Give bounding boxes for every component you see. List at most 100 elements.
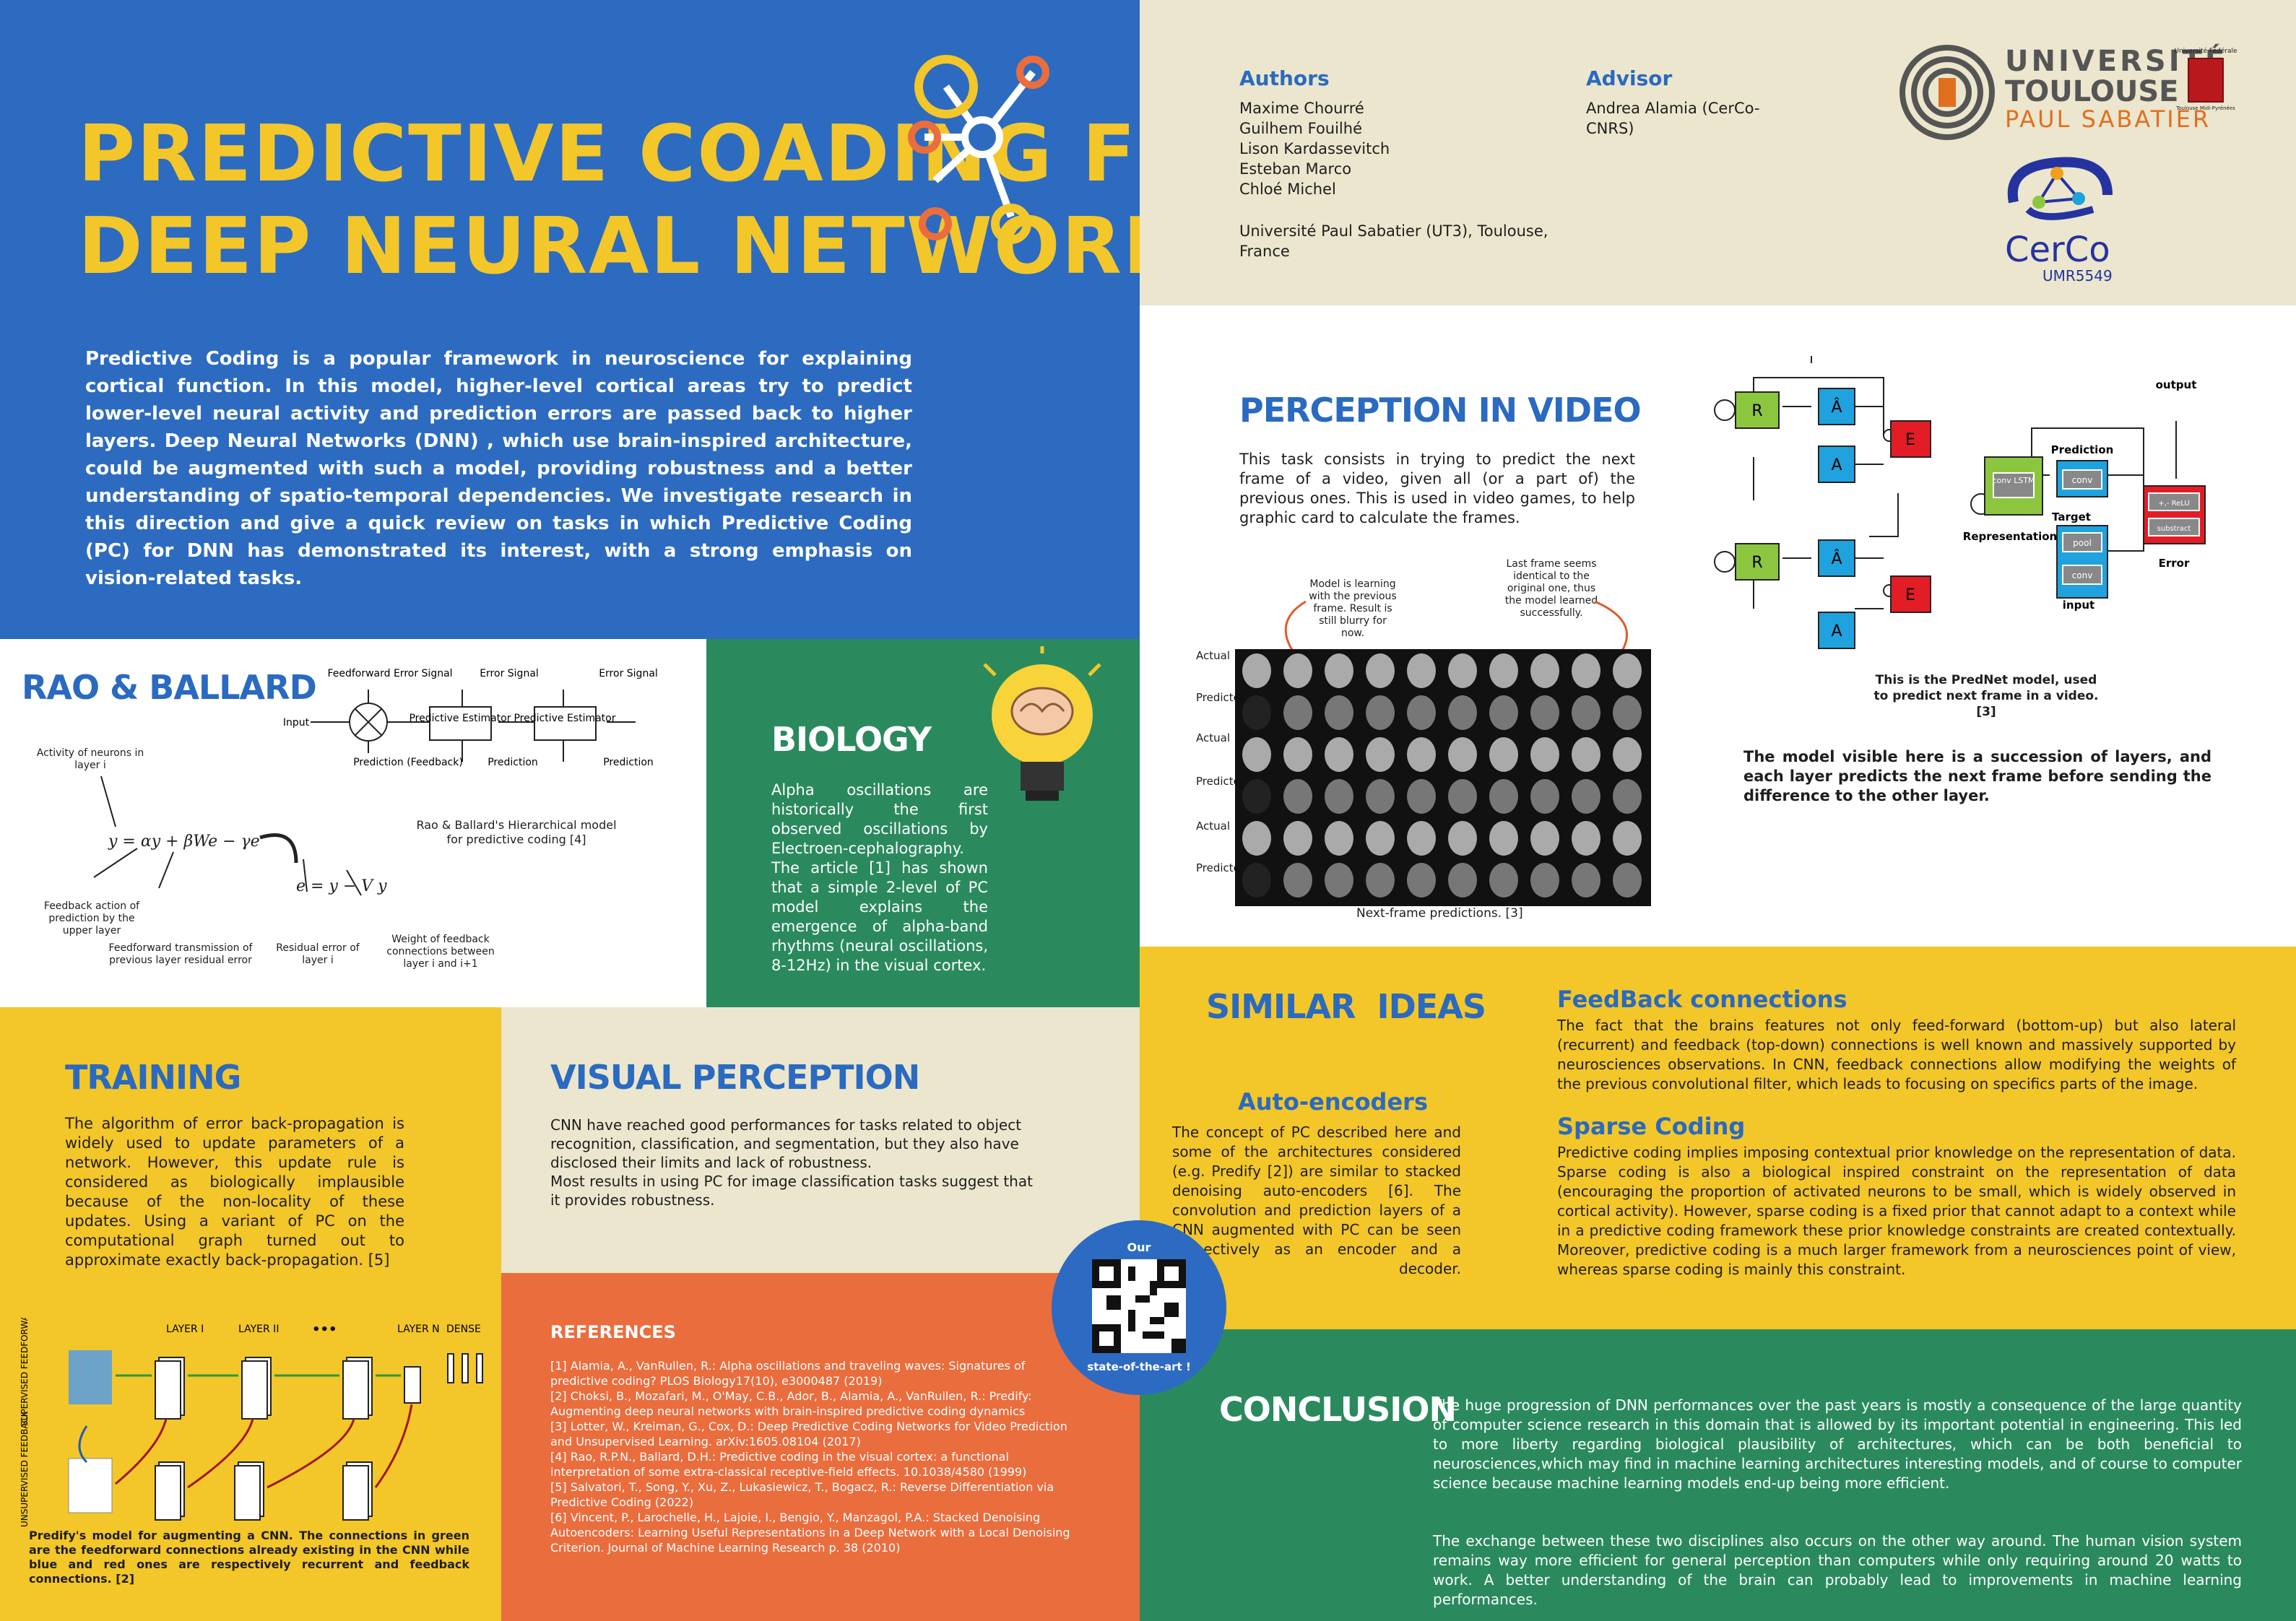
visual-text-2: Most results in using PC for image class… — [550, 1173, 1033, 1209]
rao-weight-label: Weight of feedback connections between l… — [386, 934, 495, 970]
prednet-pool: pool — [2073, 538, 2092, 548]
affiliation: Université Paul Sabatier (UT3), Toulouse… — [1239, 222, 1548, 260]
frame-thumbnail — [1242, 653, 1271, 688]
prednet-prediction-label: Prediction — [2051, 443, 2114, 456]
predify-diagram: LAYER I LAYER II ••• LAYER N DENSE SUPER… — [20, 1318, 483, 1527]
svg-text:R: R — [1751, 554, 1762, 572]
author-name: Esteban Marco — [1239, 160, 1352, 178]
training-text: The algorithm of error back-propagation … — [65, 1115, 404, 1269]
reference-item: [3] Lotter, W., Kreiman, G., Cox, D.: De… — [550, 1420, 1067, 1448]
svg-text:R: R — [1751, 402, 1762, 420]
frame-thumbnail — [1572, 779, 1600, 814]
frame-thumbnail — [1407, 653, 1436, 688]
svg-text:A: A — [1831, 456, 1842, 474]
r-top — [1735, 391, 1780, 429]
frame-thumbnail — [1613, 863, 1642, 898]
frame-thumbnail — [1242, 821, 1271, 856]
reference-item: [4] Rao, R.P.N., Ballard, D.H.: Predicti… — [550, 1450, 1027, 1479]
predify-caption: Predify's model for augmenting a CNN. Th… — [29, 1529, 469, 1586]
qr-bottom-label: state-of-the-art ! — [1087, 1360, 1191, 1373]
frame-row-label: Actual — [1196, 649, 1230, 662]
frame-thumbnail — [1489, 695, 1518, 730]
biology-panel: BIOLOGY Alpha oscillations are historica… — [706, 639, 1140, 1007]
frame-thumbnail — [1325, 695, 1353, 730]
prednet-conv-1: conv — [2072, 475, 2093, 485]
prednet-input-label: input — [2063, 599, 2094, 612]
frames-caption: Next-frame predictions. [3] — [1356, 906, 1523, 921]
frame-row-label: Predicted — [1196, 691, 1247, 704]
cerco-logo-icon — [2007, 157, 2113, 220]
prednet-relu: +,- ReLU — [2158, 500, 2189, 508]
rao-panel: RAO & BALLARD Predictive Estimator Predi… — [0, 639, 706, 1007]
frame-thumbnail — [1283, 737, 1312, 772]
prednet-text: The model visible here is a succession o… — [1743, 748, 2211, 804]
conclusion-panel: CONCLUSION The huge progression of DNN p… — [1140, 1329, 2296, 1621]
prednet-diagram: R Â A E R Â A E conv LSTM conv pool — [1714, 356, 2206, 649]
frame-thumbnail — [1572, 821, 1600, 856]
perception-panel: PERCEPTION IN VIDEO This task consists i… — [1140, 305, 2296, 947]
predify-layerN: LAYER N — [397, 1324, 440, 1335]
frame-thumbnail — [1283, 653, 1312, 688]
qr-code-icon[interactable] — [1092, 1259, 1186, 1353]
rao-ff-transmission-label: Feedforward transmission of previous lay… — [108, 942, 253, 966]
frame-thumbnail — [1448, 821, 1477, 856]
frame-thumbnail — [1325, 737, 1353, 772]
reference-item: [5] Salvatori, T., Song, Y., Xu, Z., Luk… — [550, 1480, 1054, 1509]
frame-thumbnail — [1407, 863, 1436, 898]
frame-thumbnail — [1530, 779, 1559, 814]
advisor-name: Andrea Alamia (CerCo-CNRS) — [1586, 100, 1760, 137]
frame-thumbnail — [1530, 821, 1559, 856]
ut3-federal: Université Fédérale Toulouse Midi-Pyréné… — [2174, 48, 2237, 127]
ut3-line3: PAUL SABATIER — [2005, 105, 2211, 133]
frame-thumbnail — [1283, 695, 1312, 730]
prednet-output-label: output — [2156, 378, 2197, 391]
lightbulb-brain-icon — [983, 646, 1101, 801]
similar-title: SIMILAR IDEAS — [1206, 987, 1486, 1026]
frame-thumbnail — [1448, 863, 1477, 898]
frame-thumbnail — [1366, 695, 1395, 730]
qr-badge[interactable]: Our state-of-the-art ! — [1052, 1220, 1226, 1395]
feedback-title: FeedBack connections — [1557, 986, 1847, 1013]
intro-text: Predictive Coding is a popular framework… — [85, 348, 912, 589]
frame-thumbnail — [1572, 737, 1600, 772]
svg-text:E: E — [1905, 586, 1915, 604]
frame-thumbnail — [1572, 653, 1600, 688]
predify-layer2: LAYER II — [238, 1324, 279, 1335]
rao-caption: Rao & Ballard's Hierarchical model for p… — [416, 818, 617, 846]
frame-thumbnail — [1325, 653, 1353, 688]
author-name: Lison Kardassevitch — [1239, 140, 1390, 157]
rao-pred-fb-label: Prediction (Feedback) — [353, 757, 463, 768]
svg-text:E: E — [1905, 431, 1915, 449]
ut3-line2: TOULOUSE III — [2005, 75, 2222, 108]
frame-thumbnail — [1242, 695, 1271, 730]
frame-thumbnail — [1407, 737, 1436, 772]
prednet-substract: substract — [2157, 525, 2191, 533]
frame-thumbnail — [1448, 653, 1477, 688]
svg-text:Â: Â — [1831, 549, 1842, 568]
frame-thumbnail — [1325, 821, 1353, 856]
perception-title: PERCEPTION IN VIDEO — [1239, 391, 1642, 430]
rao-pred2-label: Prediction — [603, 757, 654, 768]
poster-title-line2: DEEP NEURAL NETWORKS — [78, 201, 1140, 292]
frame-thumbnail — [1572, 695, 1600, 730]
frame-thumbnail — [1613, 779, 1642, 814]
frame-thumbnail — [1489, 821, 1518, 856]
rao-feedback-action-label: Feedback action of prediction by the upp… — [43, 900, 140, 936]
rao-error1-label: Error Signal — [480, 668, 539, 679]
network-molecule-icon — [908, 55, 1049, 244]
frame-thumbnail — [1407, 779, 1436, 814]
cerco-name: CerCo — [2005, 230, 2110, 270]
frame-thumbnail — [1530, 653, 1559, 688]
sparse-text: Predictive coding implies imposing conte… — [1557, 1144, 2236, 1278]
frame-thumbnail — [1325, 863, 1353, 898]
frames-note-1: Model is learning with the previous fram… — [1309, 578, 1397, 639]
frame-thumbnail — [1283, 779, 1312, 814]
svg-text:Â: Â — [1831, 398, 1842, 417]
references-title: REFERENCES — [550, 1322, 676, 1342]
rao-ff-label: Feedforward Error Signal — [327, 668, 452, 679]
rao-input-label: Input — [283, 717, 310, 729]
frame-thumbnail — [1448, 737, 1477, 772]
author-name: Maxime Chourré — [1239, 100, 1364, 117]
predify-sup-label: SUPERVISED FEEDFORWARD — [20, 1318, 30, 1426]
frame-row-label: Predicted — [1196, 861, 1247, 874]
